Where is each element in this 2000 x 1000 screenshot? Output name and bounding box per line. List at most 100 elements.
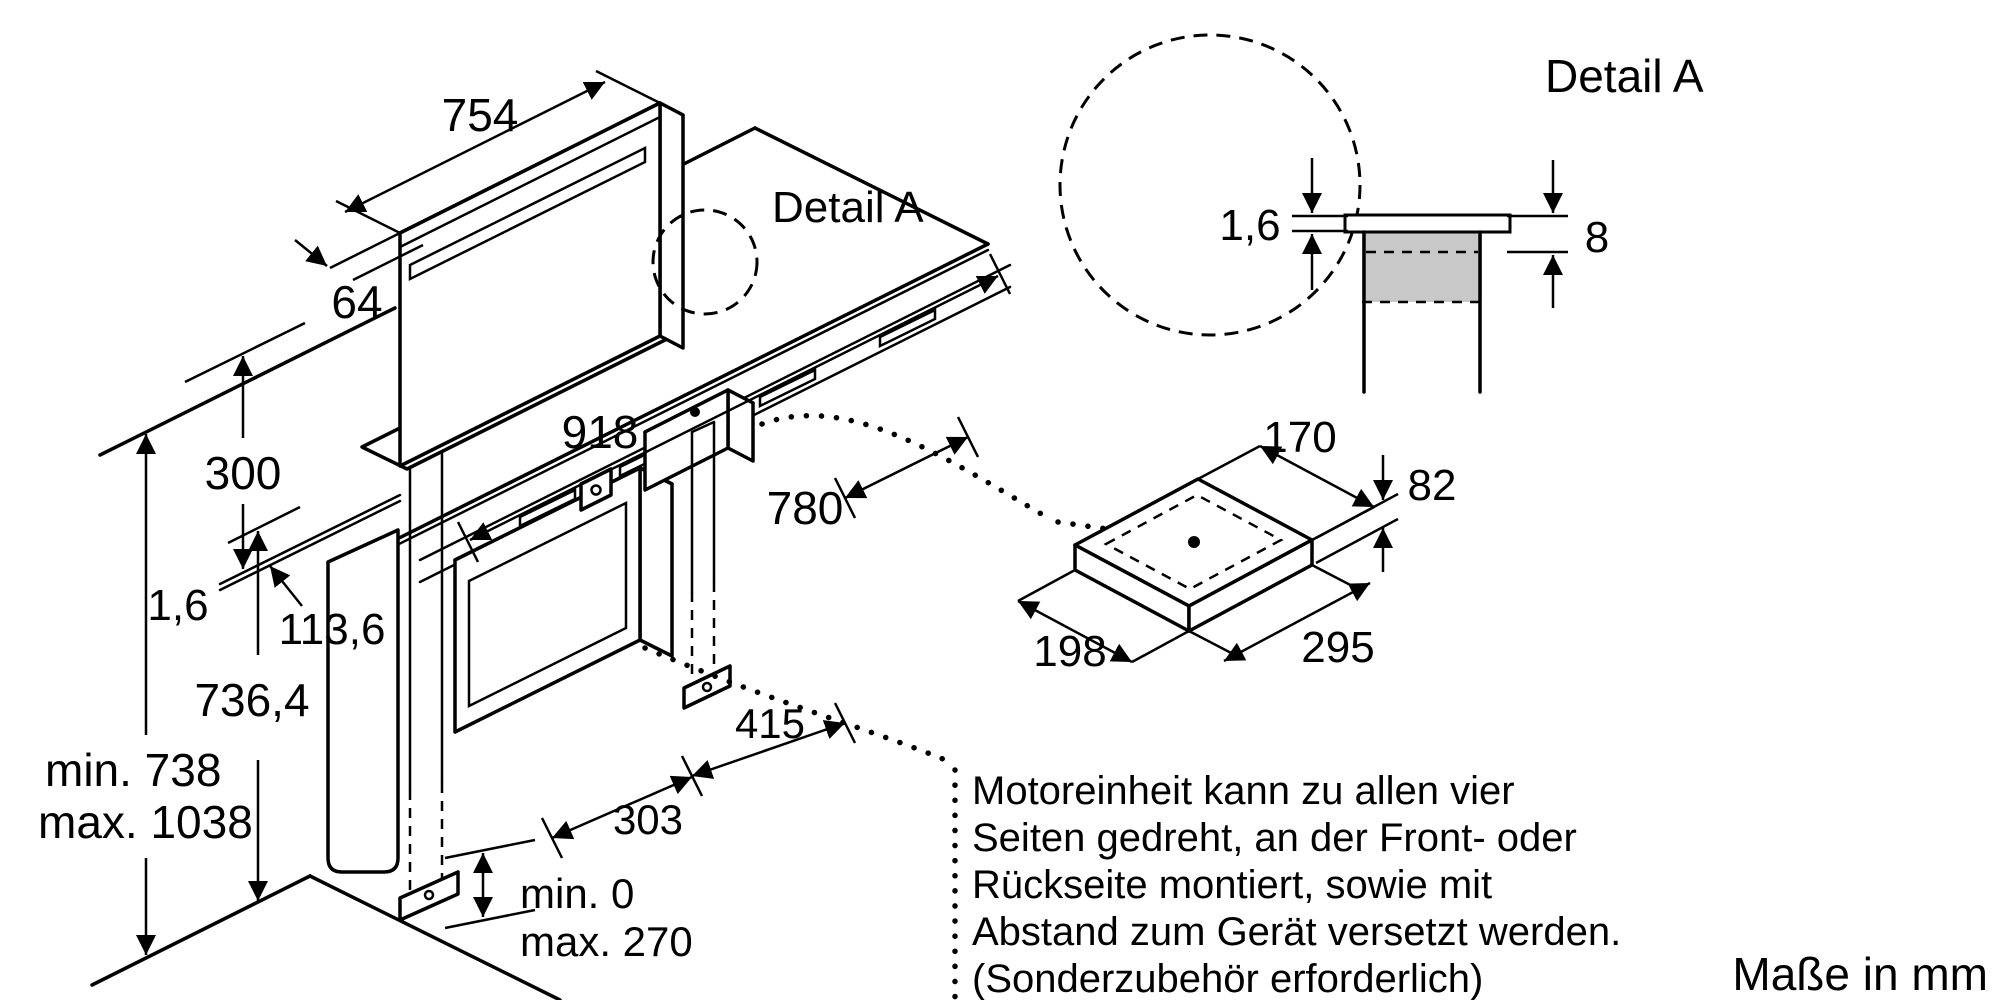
dim-780-label: 780 xyxy=(767,482,844,534)
left-foot-screw-hole xyxy=(423,889,435,901)
dim-918-label: 918 xyxy=(562,406,639,458)
note-line-1: Motoreinheit kann zu allen vier xyxy=(972,769,1515,813)
dimension-754: 754 xyxy=(335,69,661,235)
dim-detail-8-label: 8 xyxy=(1585,213,1609,262)
note-block: Motoreinheit kann zu allen vier Seiten g… xyxy=(972,769,1621,1000)
ext-line xyxy=(1315,517,1399,565)
dim-1-6-label: 1,6 xyxy=(147,581,208,630)
duct-spigot-front xyxy=(643,388,730,492)
detail-a-circle xyxy=(1058,33,1362,337)
motor-unit-inset: 170 82 198 295 xyxy=(1017,413,1457,676)
leader-end-dot xyxy=(1188,536,1200,548)
ext-line xyxy=(352,243,424,282)
panel-right-face xyxy=(658,101,685,350)
dim-300-label: 300 xyxy=(205,447,282,499)
tick-line xyxy=(444,908,536,930)
dim-754-label: 754 xyxy=(442,89,519,141)
dimension-113-6: 113,6 xyxy=(269,565,386,654)
dimension-736-4: 736,4 xyxy=(194,505,310,901)
dim-303-label: 303 xyxy=(613,796,683,843)
dim-line xyxy=(1017,599,1133,664)
floor-line-left xyxy=(90,874,312,987)
dimension-64: 64 xyxy=(294,231,424,328)
note-line-5: (Sonderzubehör erforderlich) xyxy=(972,957,1483,1000)
dim-line xyxy=(469,274,999,542)
leader-dot xyxy=(690,407,700,417)
left-strip-edge-upper xyxy=(218,493,402,586)
dim-64-label: 64 xyxy=(331,276,382,328)
dim-415-label: 415 xyxy=(735,700,805,747)
dim-line xyxy=(1259,444,1375,509)
ext-line xyxy=(1311,563,1359,591)
dimension-1-6: 1,6 xyxy=(147,581,208,630)
dimension-300: 300 xyxy=(184,321,306,569)
ext-line xyxy=(335,199,401,235)
dim-line xyxy=(691,720,846,779)
telescopic-front-plate xyxy=(326,528,400,874)
motor-box-side xyxy=(638,466,674,658)
detail-a-callout-label: Detail A xyxy=(772,183,924,232)
main-drawing: Detail A 754 64 300 1,6 113,6 xyxy=(38,69,1053,1000)
dim-line xyxy=(344,80,606,214)
worktop-right-edge xyxy=(753,126,990,246)
dimension-415: 415 xyxy=(680,700,857,797)
dimension-198: 198 xyxy=(1017,568,1190,676)
note-line-4: Abstand zum Gerät versetzt werden. xyxy=(972,910,1621,954)
dim-arrow xyxy=(294,239,328,267)
note-line-2: Seiten gedreht, an der Front- oder xyxy=(972,816,1577,860)
under-worktop-assembly xyxy=(326,388,755,922)
note-line-3: Rückseite montiert, sowie mit xyxy=(972,863,1492,907)
dimension-82: 82 xyxy=(1315,455,1457,572)
dim-line xyxy=(1223,581,1371,663)
worktop-back-edge-left xyxy=(98,306,397,457)
dimension-295: 295 xyxy=(1188,563,1375,672)
dim-198-label: 198 xyxy=(1033,627,1106,676)
dimension-detail-1-6: 1,6 xyxy=(1219,158,1348,290)
right-foot-bracket xyxy=(682,664,732,710)
dim-82-label: 82 xyxy=(1408,461,1457,510)
dimension-min0-max270: min. 0 max. 270 xyxy=(444,838,693,965)
dim-line xyxy=(844,435,969,500)
dim-295-label: 295 xyxy=(1301,623,1374,672)
dim-arrow xyxy=(269,565,303,607)
right-foot-screw-hole xyxy=(701,681,713,693)
tick-line xyxy=(227,505,301,545)
tick-line xyxy=(988,253,1012,295)
tick-line xyxy=(184,321,306,384)
dim-max270-label: max. 270 xyxy=(520,918,693,965)
dim-min0-label: min. 0 xyxy=(520,870,634,917)
ext-line xyxy=(1188,629,1236,657)
dimension-918: 918 xyxy=(456,253,1012,563)
ext-line xyxy=(1017,568,1076,603)
ext-line xyxy=(595,69,661,105)
hob-frame-strip xyxy=(1343,213,1512,234)
dim-line xyxy=(551,775,693,840)
worktop-cross-section xyxy=(1362,232,1482,302)
dimension-min738-max1038: min. 738 max. 1038 xyxy=(38,434,253,955)
dim-736-4-label: 736,4 xyxy=(194,674,309,726)
detail-a-title: Detail A xyxy=(1545,50,1704,102)
ext-line xyxy=(1315,492,1399,540)
motor-unit-dashed-outline xyxy=(1103,493,1284,591)
dimension-detail-8: 8 xyxy=(1507,160,1609,308)
dim-113-6-label: 113,6 xyxy=(279,605,386,654)
extractor-panel xyxy=(398,101,685,468)
dimension-303: 303 xyxy=(540,775,693,859)
motor-box-front xyxy=(453,466,642,734)
dim-min738-label: min. 738 xyxy=(45,744,221,796)
units-note: Maße in mm xyxy=(1732,948,1988,1000)
dim-170-label: 170 xyxy=(1263,413,1336,462)
left-strip-edge-lower xyxy=(218,499,402,592)
left-foot-bracket xyxy=(398,870,460,922)
ext-line xyxy=(329,231,401,270)
tick-line xyxy=(456,521,480,563)
floor-line-front xyxy=(308,874,562,1000)
ext-line xyxy=(1131,629,1190,664)
tick-line xyxy=(444,838,536,860)
dimension-780: 780 xyxy=(767,416,980,534)
dim-max1038-label: max. 1038 xyxy=(38,796,253,848)
dim-detail-1-6-label: 1,6 xyxy=(1219,201,1280,250)
detail-a-inset: 1,6 8 Detail A xyxy=(1058,33,1704,394)
